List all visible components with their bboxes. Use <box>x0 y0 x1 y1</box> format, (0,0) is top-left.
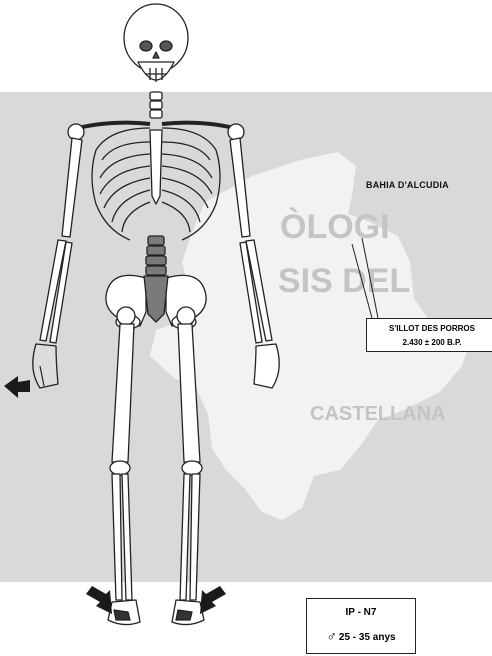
specimen-sex-age: ♂25 - 35 anys <box>307 628 415 644</box>
sternum <box>150 130 162 204</box>
site-date: 2.430 ± 200 B.P. <box>367 336 492 350</box>
male-symbol-icon: ♂ <box>326 628 337 644</box>
right-hand <box>254 344 279 388</box>
bay-label: BAHIA D'ALCUDIA <box>366 180 449 190</box>
specimen-id-box: IP - N7 ♂25 - 35 anys <box>306 598 416 654</box>
bg-word-2: SIS DEL <box>278 262 410 300</box>
cervical-spine <box>150 92 162 118</box>
skull <box>124 4 188 82</box>
left-hand <box>33 344 58 388</box>
bg-word-3: CASTELLANA <box>310 403 446 425</box>
site-label-box: S'ILLOT DES PORROS 2.430 ± 200 B.P. <box>366 318 492 352</box>
arrow-left-foot-icon <box>86 586 112 614</box>
bg-word-1: ÒLOGI <box>280 208 390 246</box>
specimen-id: IP - N7 <box>307 607 415 618</box>
lumbar-spine <box>146 236 166 275</box>
arrow-right-foot-icon <box>200 586 226 614</box>
specimen-age: 25 - 35 anys <box>339 632 396 643</box>
site-name: S'ILLOT DES PORROS <box>367 322 492 336</box>
